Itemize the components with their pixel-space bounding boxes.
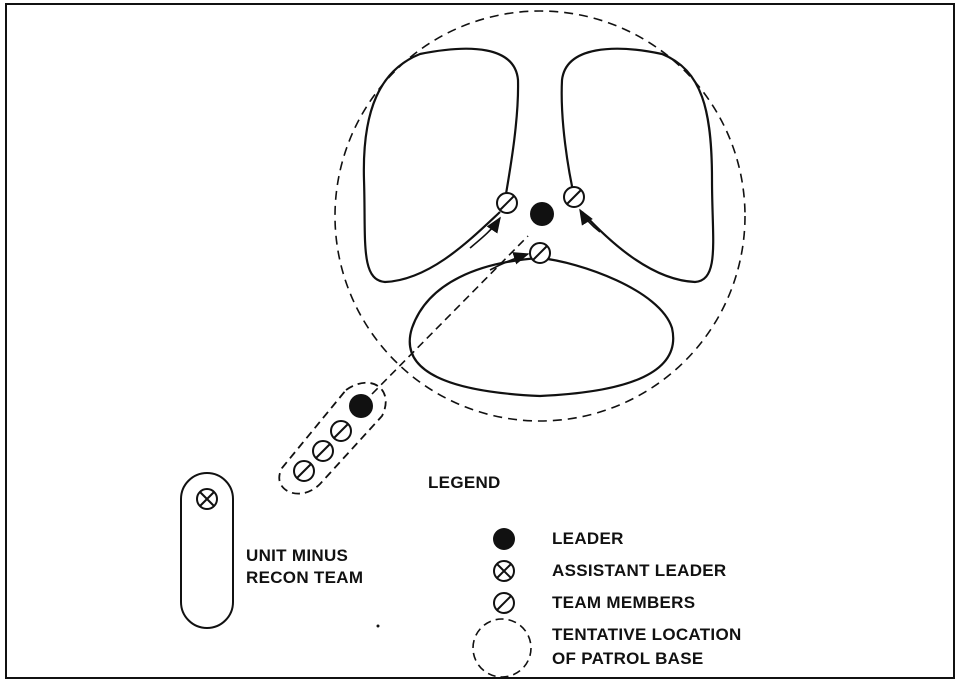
unit-capsule [180,472,234,629]
assistant-leader-icon [196,488,218,510]
legend-label-tentative-location: TENTATIVE LOCATION [552,625,742,644]
team-member-icon [293,460,315,482]
legend-label-assistant-leader: ASSISTANT LEADER [552,561,727,580]
recon-route-line [371,235,529,395]
route-arrow-right [579,208,601,233]
leader-icon [349,394,373,418]
team-member-icon [493,592,515,614]
assistant-leader-icon [493,560,515,582]
team-member-icon [563,186,585,208]
stray-mark [376,624,380,628]
leader-icon [493,528,515,550]
route-arrow-left [469,216,501,249]
team-member-icon [330,420,352,442]
unit-label-line1: UNIT MINUS [246,546,349,565]
legend-label-team-members: TEAM MEMBERS [552,593,696,612]
patrol-base-boundary [334,10,746,422]
sector-bottom [408,256,675,398]
legend-title: LEGEND [428,473,501,492]
recon-team-boundary [278,381,387,495]
team-member-icon [496,192,518,214]
sector-right [560,47,715,284]
unit-label-line2: RECON TEAM [246,568,364,587]
team-member-icon [312,440,334,462]
legend-label-leader: LEADER [552,529,624,548]
legend-label-of-patrol-base: OF PATROL BASE [552,649,704,668]
diagram-border [5,3,955,679]
route-arrow-bottom [489,252,530,271]
team-member-icon [529,242,551,264]
sector-left [362,47,520,284]
dashed-circle-icon [472,618,532,678]
leader-icon [530,202,554,226]
